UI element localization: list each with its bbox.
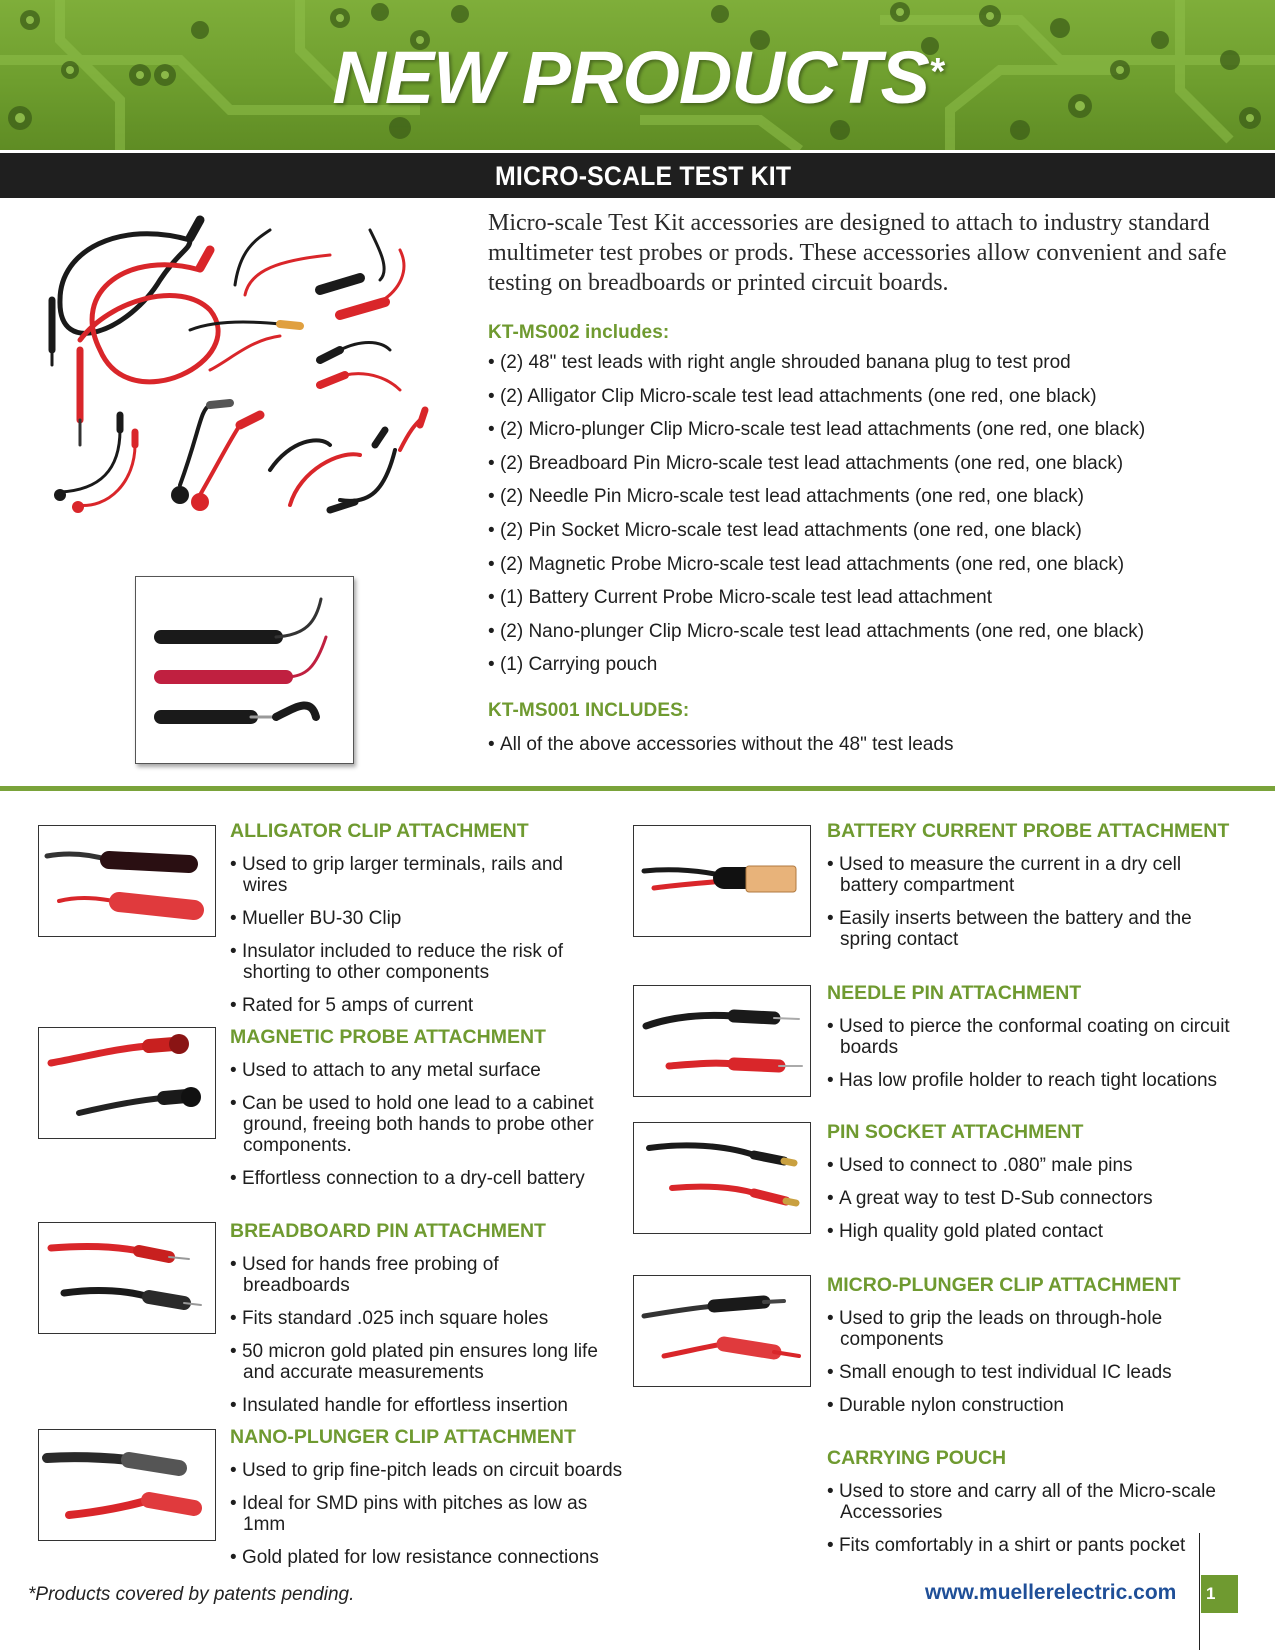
battery-current-probe-illustration [641, 865, 797, 893]
carrying-pouch-bullets: Used to store and carry all of the Micro… [827, 1481, 1217, 1568]
feature-bullet: Ideal for SMD pins with pitches as low a… [230, 1493, 630, 1535]
needle-pin-illustration [642, 1009, 803, 1073]
section-title: MICRO-SCALE TEST KIT [495, 161, 792, 191]
magnetic-probe-photo [38, 1027, 216, 1139]
feature-bullet: Fits comfortably in a shirt or pants poc… [827, 1535, 1217, 1556]
banner-title-asterisk: * [928, 51, 944, 93]
feature-bullet: Fits standard .025 inch square holes [230, 1308, 610, 1329]
needle-pin-bullets: Used to pierce the conformal coating on … [827, 1016, 1237, 1103]
pin-socket-illustration [646, 1142, 800, 1207]
pin-socket-title: PIN SOCKET ATTACHMENT [827, 1121, 1084, 1143]
micro-plunger-title: MICRO-PLUNGER CLIP ATTACHMENT [827, 1274, 1181, 1296]
feature-bullet: Rated for 5 amps of current [230, 995, 610, 1016]
breadboard-pin-illustration [47, 1243, 202, 1310]
nano-plunger-illustration [42, 1452, 202, 1519]
section-title-bar: MICRO-SCALE TEST KIT [0, 153, 1275, 198]
feature-bullet: Mueller BU-30 Clip [230, 908, 610, 929]
kit-ms002-heading: KT-MS002 includes: [488, 322, 670, 343]
kit-ms002-item: (1) Battery Current Probe Micro-scale te… [488, 581, 1248, 615]
banner-title: NEW PRODUCTS* [0, 38, 1275, 118]
patent-footnote: *Products covered by patents pending. [28, 1584, 355, 1605]
kit-ms002-item: (2) Nano-plunger Clip Micro-scale test l… [488, 615, 1248, 649]
kit-ms001-list: All of the above accessories without the… [488, 728, 1248, 762]
feature-bullet: Used to grip fine-pitch leads on circuit… [230, 1460, 630, 1481]
feature-bullet: Insulated handle for effortless insertio… [230, 1395, 610, 1416]
circuit-board-pattern [0, 0, 1275, 150]
kit-ms002-item: (1) Carrying pouch [488, 648, 1248, 682]
kit-ms002-item: (2) Breadboard Pin Micro-scale test lead… [488, 447, 1248, 481]
feature-bullet: High quality gold plated contact [827, 1221, 1217, 1242]
section-divider [0, 786, 1275, 791]
feature-bullet: Used to connect to .080” male pins [827, 1155, 1217, 1176]
needle-pin-photo [633, 985, 811, 1097]
banner-title-text: NEW PRODUCTS [332, 36, 929, 119]
footer-vertical-rule [1199, 1533, 1200, 1650]
feature-bullet: Used to store and carry all of the Micro… [827, 1481, 1217, 1523]
feature-bullet: Used to attach to any metal surface [230, 1060, 610, 1081]
breadboard-pin-photo [38, 1222, 216, 1334]
feature-bullet: Used to measure the current in a dry cel… [827, 854, 1217, 896]
feature-bullet: A great way to test D-Sub connectors [827, 1188, 1217, 1209]
feature-bullet: Easily inserts between the battery and t… [827, 908, 1217, 950]
alligator-clip-photo [38, 825, 216, 937]
carrying-pouch-title: CARRYING POUCH [827, 1447, 1007, 1469]
magnetic-probe-illustration [47, 1034, 201, 1116]
page-number: 1 [1201, 1575, 1238, 1613]
battery-current-probe-bullets: Used to measure the current in a dry cel… [827, 854, 1217, 962]
feature-bullet: Used to grip larger terminals, rails and… [230, 854, 610, 896]
kit-ms002-item: (2) 48" test leads with right angle shro… [488, 346, 1248, 380]
feature-bullet: Used to pierce the conformal coating on … [827, 1016, 1237, 1058]
alligator-clip-illustration [44, 851, 204, 920]
battery-current-probe-photo [633, 825, 811, 937]
kit-ms002-list: (2) 48" test leads with right angle shro… [488, 346, 1248, 682]
kit-ms001-item: All of the above accessories without the… [488, 728, 1248, 762]
kit-ms002-item: (2) Alligator Clip Micro-scale test lead… [488, 380, 1248, 414]
micro-plunger-illustration [641, 1295, 801, 1360]
nano-plunger-photo [38, 1429, 216, 1541]
feature-bullet: Used for hands free probing of breadboar… [230, 1254, 610, 1296]
feature-bullet: Can be used to hold one lead to a cabine… [230, 1093, 610, 1156]
intro-paragraph: Micro-scale Test Kit accessories are des… [488, 210, 1227, 296]
alligator-clip-title: ALLIGATOR CLIP ATTACHMENT [230, 820, 529, 842]
feature-bullet: Effortless connection to a dry-cell batt… [230, 1168, 610, 1189]
kit-ms002-item: (2) Magnetic Probe Micro-scale test lead… [488, 548, 1248, 582]
magnetic-probe-bullets: Used to attach to any metal surfaceCan b… [230, 1060, 610, 1201]
feature-bullet: Insulator included to reduce the risk of… [230, 941, 610, 983]
header-banner: NEW PRODUCTS* [0, 0, 1275, 150]
kit-ms002-item: (2) Needle Pin Micro-scale test lead att… [488, 480, 1248, 514]
alligator-clip-bullets: Used to grip larger terminals, rails and… [230, 854, 610, 1028]
breadboard-pin-title: BREADBOARD PIN ATTACHMENT [230, 1220, 546, 1242]
feature-bullet: Used to grip the leads on through-hole c… [827, 1308, 1217, 1350]
magnetic-probe-title: MAGNETIC PROBE ATTACHMENT [230, 1026, 546, 1048]
breadboard-pin-bullets: Used for hands free probing of breadboar… [230, 1254, 610, 1428]
micro-plunger-bullets: Used to grip the leads on through-hole c… [827, 1308, 1217, 1428]
probe-tips-illustration [154, 597, 328, 724]
kit-ms001-heading: KT-MS001 INCLUDES: [488, 699, 690, 721]
kit-ms002-item: (2) Micro-plunger Clip Micro-scale test … [488, 413, 1248, 447]
website-link[interactable]: www.muellerelectric.com [925, 1581, 1177, 1604]
kit-ms002-item: (2) Pin Socket Micro-scale test lead att… [488, 514, 1248, 548]
intro-section: Micro-scale Test Kit accessories are des… [488, 208, 1248, 762]
probe-tips-photo [135, 576, 354, 764]
pin-socket-bullets: Used to connect to .080” male pins A grea… [827, 1155, 1217, 1254]
micro-plunger-photo [633, 1275, 811, 1387]
needle-pin-title: NEEDLE PIN ATTACHMENT [827, 982, 1082, 1004]
feature-bullet: Has low profile holder to reach tight lo… [827, 1070, 1237, 1091]
nano-plunger-title: NANO-PLUNGER CLIP ATTACHMENT [230, 1426, 576, 1448]
feature-bullet: Small enough to test individual IC leads [827, 1362, 1217, 1383]
pin-socket-photo [633, 1122, 811, 1234]
feature-bullet: 50 micron gold plated pin ensures long l… [230, 1341, 610, 1383]
feature-bullet: Gold plated for low resistance connectio… [230, 1547, 630, 1568]
battery-current-probe-title: BATTERY CURRENT PROBE ATTACHMENT [827, 820, 1230, 842]
feature-bullet: Durable nylon construction [827, 1395, 1217, 1416]
kit-product-photo [48, 215, 429, 514]
nano-plunger-bullets: Used to grip fine-pitch leads on circuit… [230, 1460, 630, 1580]
